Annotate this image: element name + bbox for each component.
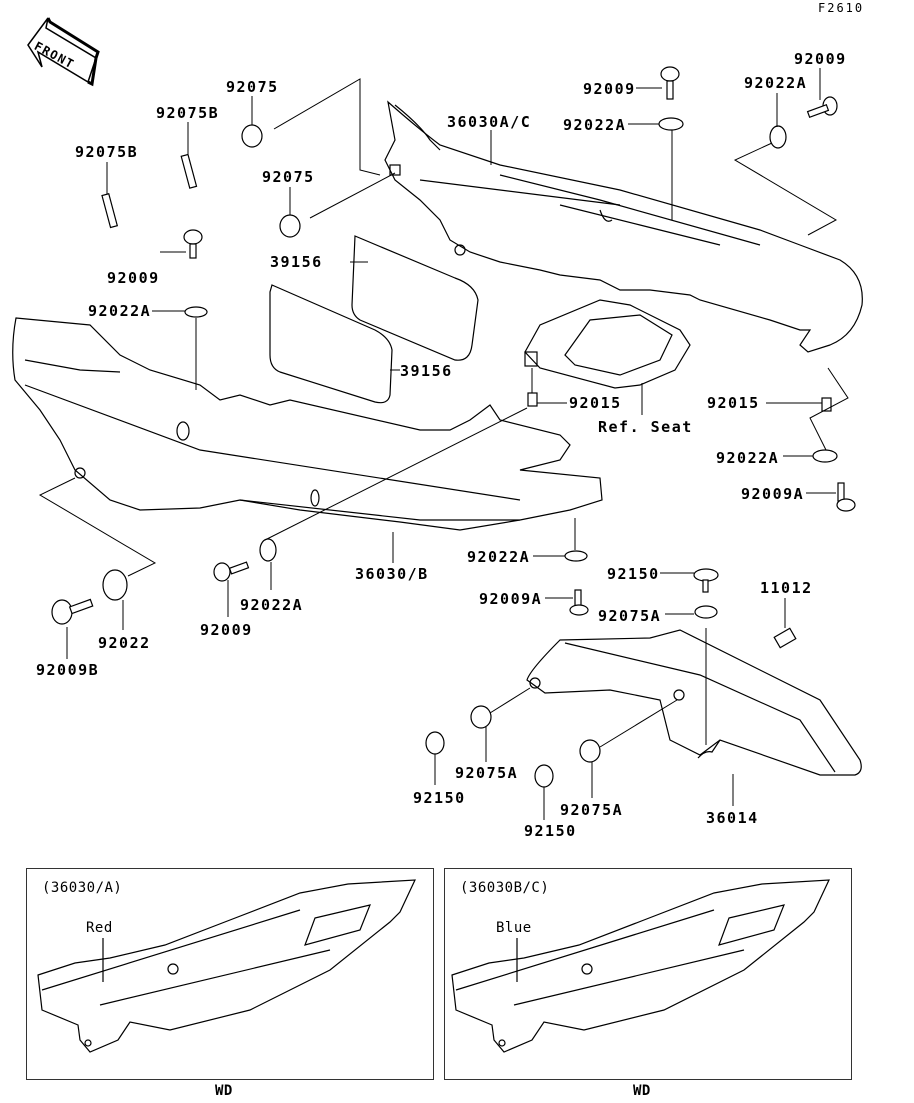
ref-seat-label[interactable]: Ref. Seat [598, 418, 693, 436]
chain-guard-part [526, 629, 862, 776]
inset-title-bc: (36030B/C) [460, 880, 550, 896]
part-label-92009a[interactable]: 92009A [479, 590, 543, 608]
seat-cowl-upper-part [384, 100, 863, 353]
leader-lines [38, 68, 849, 820]
part-label-92075b[interactable]: 92075B [156, 104, 220, 122]
part-label-92022[interactable]: 92022 [98, 634, 151, 652]
part-label-92075[interactable]: 92075 [226, 78, 279, 96]
front-arrow-icon [27, 17, 100, 87]
part-label-92075[interactable]: 92075 [262, 168, 315, 186]
seat-cover-ref [524, 299, 691, 389]
color-label-red: Red [86, 920, 113, 936]
part-label-36030b[interactable]: 36030/B [355, 565, 429, 583]
part-label-92022a[interactable]: 92022A [716, 449, 780, 467]
part-label-39156[interactable]: 39156 [270, 253, 323, 271]
part-label-36014[interactable]: 36014 [706, 809, 759, 827]
diagram-id: F2610 [818, 1, 865, 15]
part-label-92075a[interactable]: 92075A [560, 801, 624, 819]
part-label-92015[interactable]: 92015 [569, 394, 622, 412]
inset-box-36030-a [26, 868, 434, 1080]
part-label-92150[interactable]: 92150 [607, 565, 660, 583]
part-label-36030ac[interactable]: 36030A/C [447, 113, 532, 131]
part-label-92022a[interactable]: 92022A [563, 116, 627, 134]
part-label-92009[interactable]: 92009 [200, 621, 253, 639]
part-label-92075b[interactable]: 92075B [75, 143, 139, 161]
inset-cowl-bc-drawing [451, 879, 830, 1053]
part-label-92009a[interactable]: 92009A [741, 485, 805, 503]
part-label-92022a[interactable]: 92022A [467, 548, 531, 566]
part-label-92022a[interactable]: 92022A [744, 74, 808, 92]
part-label-92015[interactable]: 92015 [707, 394, 760, 412]
seat-cowl-lower-part [12, 317, 603, 531]
part-label-11012[interactable]: 11012 [760, 579, 813, 597]
color-label-blue: Blue [496, 920, 532, 936]
part-label-92075a[interactable]: 92075A [455, 764, 519, 782]
inset-caption-bc: WD [633, 1083, 651, 1099]
part-label-92009[interactable]: 92009 [107, 269, 160, 287]
part-label-92009b[interactable]: 92009B [36, 661, 100, 679]
inset-cowl-a-drawing [37, 879, 416, 1053]
fasteners [51, 66, 856, 788]
inset-box-36030-bc [444, 868, 852, 1080]
part-label-92009[interactable]: 92009 [794, 50, 847, 68]
part-label-92009[interactable]: 92009 [583, 80, 636, 98]
part-label-92022a[interactable]: 92022A [240, 596, 304, 614]
inset-title-a: (36030/A) [42, 880, 123, 896]
inset-caption-a: WD [215, 1083, 233, 1099]
part-label-92075a[interactable]: 92075A [598, 607, 662, 625]
part-label-92150[interactable]: 92150 [413, 789, 466, 807]
part-label-92022a[interactable]: 92022A [88, 302, 152, 320]
panel-39156 [269, 235, 479, 404]
part-label-39156[interactable]: 39156 [400, 362, 453, 380]
part-label-92150[interactable]: 92150 [524, 822, 577, 840]
